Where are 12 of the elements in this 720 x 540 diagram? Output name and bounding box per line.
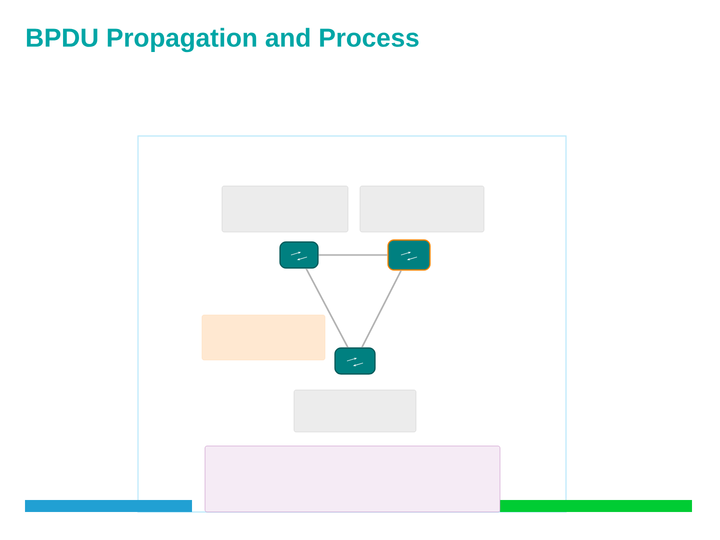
switch-icon — [334, 347, 376, 375]
title: BPDU Propagation and Process — [26, 28, 419, 52]
cable-line — [318, 254, 388, 256]
info-box — [204, 446, 500, 512]
cable-line — [361, 270, 402, 348]
switch-icon — [387, 239, 431, 271]
info-box — [202, 314, 326, 360]
info-box — [360, 186, 484, 232]
cable-line — [305, 268, 349, 348]
switch-icon — [279, 241, 319, 269]
info-box — [294, 390, 416, 432]
info-box — [222, 186, 348, 232]
